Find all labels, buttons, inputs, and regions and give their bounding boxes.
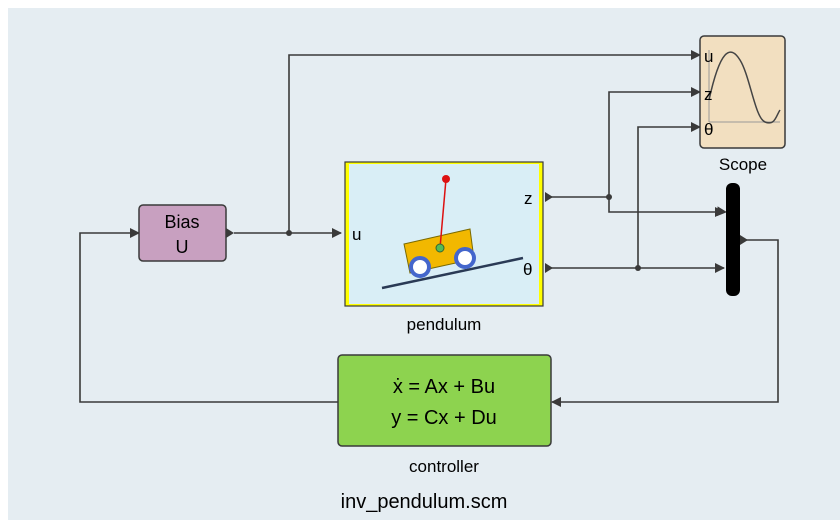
wires	[79, 50, 779, 407]
pendulum-output-theta-label: θ	[523, 260, 532, 279]
mux-block[interactable]	[726, 183, 748, 296]
wire-controller-to-bias[interactable]	[79, 228, 338, 403]
pendulum-cart-illustration	[381, 175, 524, 290]
controller-block-label: controller	[409, 457, 479, 476]
junction-dot	[606, 194, 612, 200]
controller-block[interactable]: ẋ = Ax + Bu y = Cx + Du	[337, 354, 552, 447]
scope-port-z-label: z	[704, 85, 713, 104]
wire-bias-to-scope-u[interactable]	[288, 50, 701, 233]
bias-label-line2: U	[176, 237, 189, 257]
pendulum-block[interactable]: u z θ	[344, 161, 553, 307]
pendulum-input-port-label: u	[352, 225, 361, 244]
wire-z-to-scope-z[interactable]	[608, 87, 701, 197]
junctions	[286, 194, 641, 271]
diagram-filename: inv_pendulum.scm	[341, 491, 508, 513]
scope-port-theta-label: θ	[704, 120, 713, 139]
mux-output-port[interactable]	[740, 235, 748, 245]
junction-dot	[635, 265, 641, 271]
scope-waveform-icon	[708, 50, 781, 124]
bias-label-line1: Bias	[164, 212, 199, 232]
controller-equation-1: ẋ = Ax + Bu	[393, 376, 495, 398]
pendulum-output-z-port[interactable]	[545, 192, 553, 202]
junction-dot	[286, 230, 292, 236]
pendulum-block-label: pendulum	[407, 315, 482, 334]
scope-block-label: Scope	[719, 155, 767, 174]
wire-z-to-mux-path[interactable]	[545, 196, 725, 217]
scope-block[interactable]: u z θ	[699, 35, 786, 149]
scope-port-u-label: u	[704, 47, 713, 66]
pendulum-output-z-label: z	[524, 189, 533, 208]
controller-equation-2: y = Cx + Du	[391, 407, 497, 429]
wire-mux-to-controller[interactable]	[551, 239, 779, 407]
bias-output-port[interactable]	[226, 228, 234, 238]
bias-block[interactable]: Bias U	[138, 204, 234, 262]
wire-theta-to-scope-theta[interactable]	[637, 122, 701, 268]
pendulum-output-theta-port[interactable]	[545, 263, 553, 273]
